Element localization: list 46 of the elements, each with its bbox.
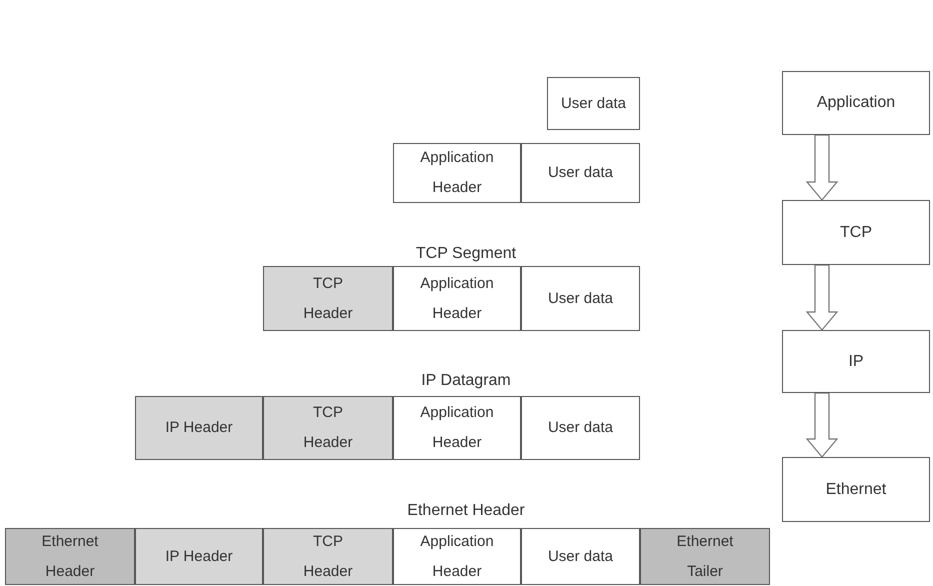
hollow-arrow	[806, 134, 838, 201]
packet-field-box	[135, 528, 263, 585]
section-label: TCP Segment	[416, 245, 516, 263]
field-label: TCP Header	[302, 274, 354, 324]
packet-field-box	[5, 528, 135, 585]
packet-field-box	[393, 266, 521, 331]
packet-field-box	[521, 528, 640, 585]
hollow-arrow	[806, 392, 838, 458]
layer-box	[782, 71, 930, 135]
hollow-arrow	[806, 264, 838, 331]
field-label: Application Header	[419, 274, 495, 324]
layer-box	[782, 457, 930, 522]
field-label: Ethernet	[824, 480, 888, 500]
field-label: Application	[816, 93, 896, 113]
packet-field-box	[640, 528, 770, 585]
field-label: IP	[847, 352, 865, 372]
packet-field-box	[263, 528, 393, 585]
packet-field-box	[263, 266, 393, 331]
field-label: Application Header	[419, 403, 495, 453]
packet-field-box	[393, 143, 521, 203]
field-label: User data	[546, 288, 614, 308]
packet-field-box	[263, 396, 393, 460]
section-label: Ethernet Header	[407, 502, 525, 520]
field-label: User data	[560, 94, 628, 114]
field-label: User data	[546, 418, 614, 438]
field-label: IP Header	[164, 546, 234, 566]
field-label: TCP	[839, 222, 873, 242]
field-label: TCP Header	[302, 403, 354, 453]
field-label: Ethernet Header	[40, 532, 100, 582]
packet-field-box	[393, 528, 521, 585]
field-label: IP Header	[164, 418, 234, 438]
packet-field-box	[521, 143, 640, 203]
field-label: User data	[546, 546, 614, 566]
packet-field-box	[521, 396, 640, 460]
field-label: TCP Header	[302, 532, 354, 582]
field-label: Ethernet Tailer	[676, 532, 734, 582]
field-label: User data	[546, 163, 614, 183]
field-label: Application Header	[419, 532, 495, 582]
packet-field-box	[547, 77, 640, 130]
field-label: Application Header	[419, 148, 495, 198]
section-label: IP Datagram	[421, 372, 511, 390]
packet-field-box	[393, 396, 521, 460]
packet-field-box	[521, 266, 640, 331]
packet-field-box	[135, 396, 263, 460]
layer-box	[782, 200, 930, 265]
layer-box	[782, 330, 930, 393]
